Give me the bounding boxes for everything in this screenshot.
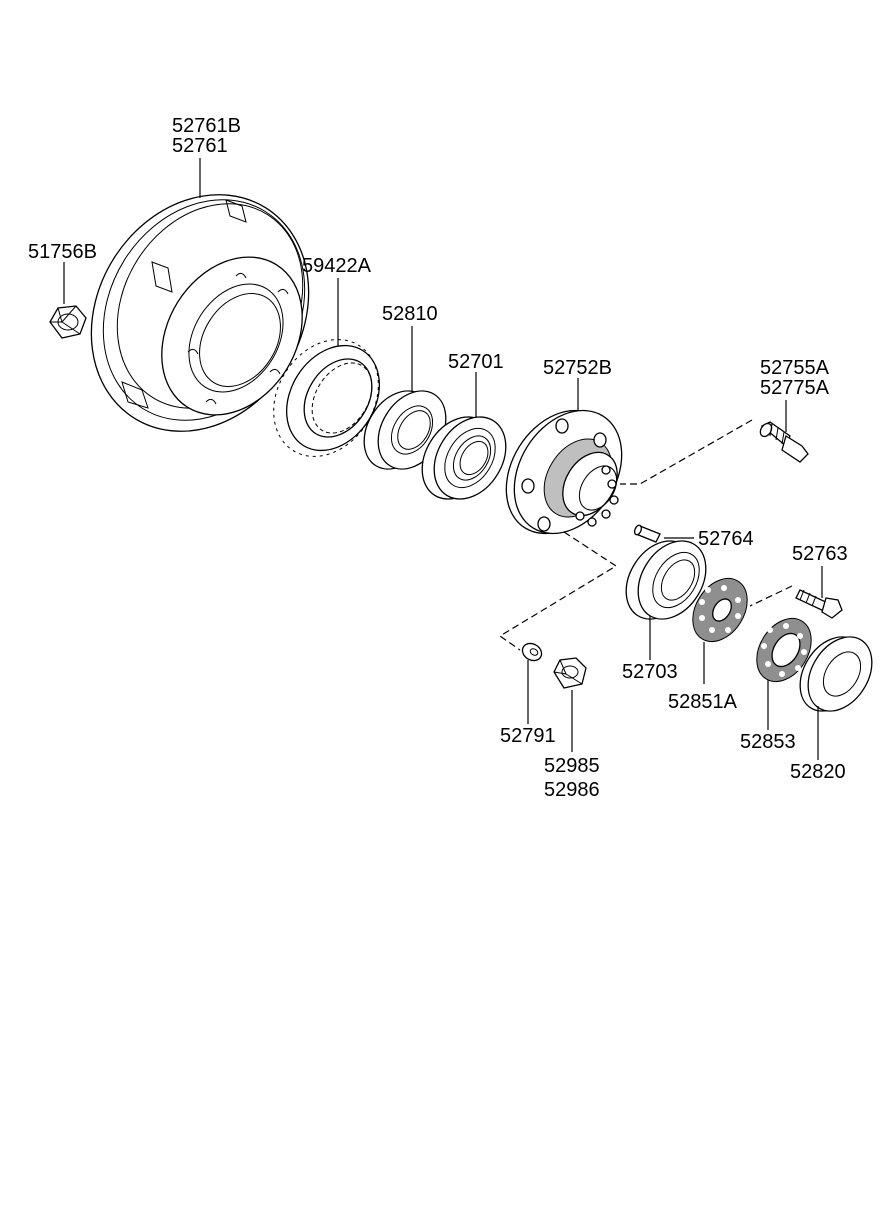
label-bearing-inner: 52701 — [448, 351, 504, 373]
wheel-hub[interactable] — [484, 391, 643, 554]
washer[interactable] — [519, 640, 544, 664]
label-washer-plate: 52851A — [668, 691, 738, 713]
label-bolt: 52763 — [792, 543, 848, 565]
label-nut-small-2: 52986 — [544, 779, 600, 801]
label-bearing-outer: 52703 — [622, 661, 678, 683]
label-oil-seal-inner: 52810 — [382, 303, 438, 325]
label-ring-plate: 52853 — [740, 731, 796, 753]
hex-nut-small[interactable] — [553, 657, 587, 689]
bearing-outer[interactable] — [612, 528, 719, 631]
label-brake-drum-2: 52761 — [172, 135, 228, 157]
label-nut-large: 51756B — [28, 241, 97, 263]
ring-plate[interactable] — [746, 608, 823, 691]
hex-nut-large[interactable] — [49, 305, 87, 339]
brake-drum[interactable] — [48, 154, 352, 472]
label-nut-small-1: 52985 — [544, 755, 600, 777]
tone-wheel[interactable] — [252, 320, 399, 476]
label-hub: 52752B — [543, 357, 612, 379]
washer-plate[interactable] — [682, 568, 759, 651]
label-washer: 52791 — [500, 725, 556, 747]
bolt[interactable] — [795, 589, 843, 619]
bearing-inner[interactable] — [408, 404, 521, 513]
label-pin: 52764 — [698, 528, 754, 550]
label-brake-drum-1: 52761B — [172, 115, 241, 137]
label-oil-seal-outer: 52820 — [790, 761, 846, 783]
label-tone-wheel: 59422A — [302, 255, 372, 277]
pin[interactable] — [633, 524, 661, 543]
oil-seal-outer[interactable] — [787, 625, 885, 723]
label-hub-bolt-2: 52775A — [760, 377, 830, 399]
hub-bolt[interactable] — [758, 421, 809, 463]
label-hub-bolt-1: 52755A — [760, 357, 830, 379]
